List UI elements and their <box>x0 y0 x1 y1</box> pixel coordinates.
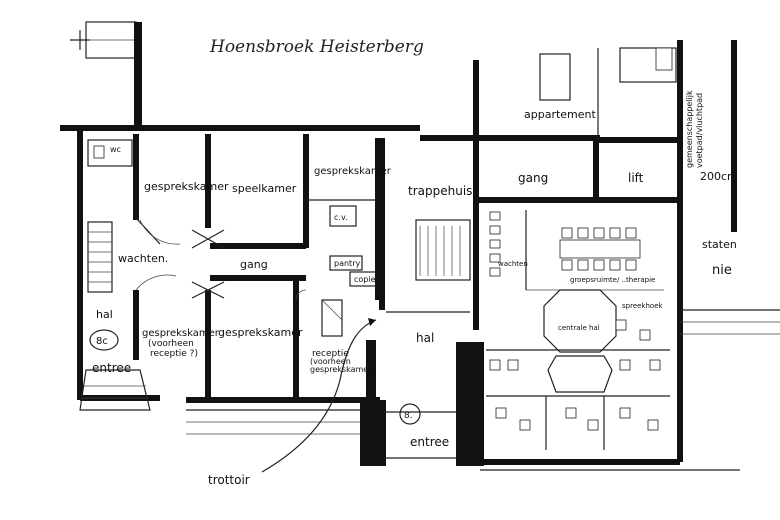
label-receptie-sub2: gesprekskamer) <box>310 365 375 374</box>
label-dimension: 200cm <box>700 170 738 183</box>
label-gesprekskamer-4: gesprekskamer <box>218 326 303 339</box>
label-gesprekskamer-3-sub1: (voorheen <box>148 339 194 349</box>
street <box>186 309 780 473</box>
label-groepsruimte: groepsruimte/ ..therapie <box>570 276 655 284</box>
label-centrale-hal: centrale hal <box>558 324 600 332</box>
plan-title: Hoensbroek Heisterberg <box>209 37 424 57</box>
label-spreekhoek: spreekhoek <box>622 302 664 310</box>
side-note-line1: gemeenschappelijk <box>685 90 694 168</box>
label-marker-center: 8. <box>404 411 413 421</box>
label-wachten: wachten. <box>118 252 168 265</box>
side-note-line2: voetpad/vluchtpad <box>695 93 704 168</box>
label-copie: copie <box>354 275 376 284</box>
label-lift: lift <box>628 171 644 185</box>
label-hal-left: hal <box>96 308 113 321</box>
label-gang-top: gang <box>518 171 548 185</box>
label-entree-center: entree <box>410 435 449 449</box>
label-trappehuis: trappehuis <box>408 184 472 198</box>
stairwell <box>386 219 471 313</box>
label-cv: c.v. <box>334 213 348 222</box>
label-gesprekskamer-1: gesprekskamer <box>144 180 229 193</box>
label-pantry: pantry <box>334 259 360 268</box>
label-marker-left: 8c <box>96 336 108 347</box>
label-wachten-right: wachten <box>498 260 528 268</box>
label-trottoir: trottoir <box>208 473 250 487</box>
right-building <box>473 40 737 465</box>
label-hal-center: hal <box>416 331 434 345</box>
label-nie: nie <box>712 263 732 278</box>
interior-walls <box>87 134 381 400</box>
outer-walls <box>60 125 600 403</box>
label-speelkamer: speelkamer <box>232 182 297 195</box>
label-gesprekskamer-2: gesprekskamer <box>314 166 392 177</box>
label-wc: wc <box>110 145 121 154</box>
center-marker-circle <box>399 403 421 425</box>
label-receptie-sub1: (voorheen <box>310 357 351 366</box>
label-gang-main: gang <box>240 258 268 271</box>
label-entree-left: entree <box>92 361 131 375</box>
center-entrance <box>360 342 484 466</box>
label-staten: staten <box>702 238 737 251</box>
top-left-structure <box>70 21 142 130</box>
label-appartement: appartement <box>524 108 597 121</box>
left-entree <box>79 329 151 411</box>
label-receptie: receptie <box>312 349 349 359</box>
label-gesprekskamer-3: gesprekskamer <box>142 328 220 339</box>
side-note: gemeenschappelijk voetpad/vluchtpad <box>685 90 704 168</box>
label-gesprekskamer-3-sub2: receptie ?) <box>150 349 198 359</box>
